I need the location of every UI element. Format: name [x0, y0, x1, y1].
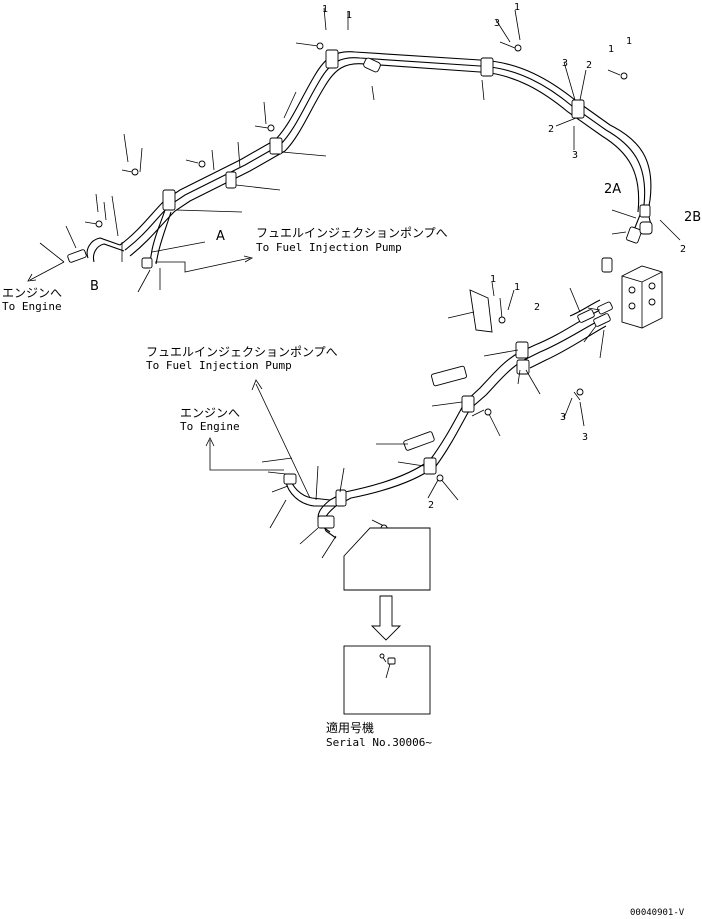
- view-2b-label: 2B: [684, 210, 701, 225]
- callout-number: 1: [490, 274, 496, 285]
- callout-numbers: 1 1 3 1 3 2 1 1 2 3 2 1 1 2 3 3 2: [322, 2, 686, 511]
- callout-number: 1: [322, 4, 328, 15]
- view-2a-label: 2A: [604, 182, 621, 197]
- upper-pipe-harness: [86, 51, 653, 265]
- to-fuel-pump-en-1: To Fuel Injection Pump: [256, 241, 402, 254]
- drawing-code: 00040901-V: [630, 908, 685, 918]
- callout-number: 2: [534, 302, 540, 313]
- to-engine-en-2: To Engine: [180, 420, 240, 433]
- detail-box-after: [343, 645, 431, 715]
- callout-number: 2: [586, 60, 592, 71]
- callout-number: 2: [548, 124, 554, 135]
- serial-label-en: Serial No.30006~: [326, 736, 432, 749]
- callout-number: 1: [608, 44, 614, 55]
- callout-number: 3: [572, 150, 578, 161]
- to-engine-jp-1: エンジンへ: [2, 286, 62, 300]
- lower-leader-lines: [205, 281, 605, 559]
- view-a-label: A: [216, 229, 225, 244]
- bolt-icon: [84, 41, 628, 228]
- serial-label-jp: 適用号機: [326, 720, 374, 735]
- upper-leader-lines: [27, 7, 681, 293]
- junction-block: [621, 265, 663, 329]
- down-arrow-icon: [370, 595, 402, 641]
- callout-number: 3: [560, 412, 566, 423]
- to-fuel-pump-jp-2: フュエルインジェクションポンプへ: [146, 345, 338, 359]
- callout-number: 1: [514, 2, 520, 13]
- lower-clamps: [283, 289, 613, 529]
- callout-number: 1: [346, 10, 352, 21]
- view-b-label: B: [90, 279, 99, 294]
- to-engine-jp-2: エンジンへ: [180, 406, 240, 420]
- upper-clamps: [67, 41, 653, 273]
- callout-number: 3: [582, 432, 588, 443]
- to-fuel-pump-en-2: To Fuel Injection Pump: [146, 359, 292, 372]
- callout-number: 2: [680, 244, 686, 255]
- callout-number: 1: [626, 36, 632, 47]
- to-fuel-pump-jp-1: フュエルインジェクションポンプへ: [256, 226, 448, 240]
- to-engine-en-1: To Engine: [2, 300, 62, 313]
- callout-number: 2: [428, 500, 434, 511]
- detail-box-before: [343, 527, 431, 591]
- labels: フュエルインジェクションポンプへ To Fuel Injection Pump …: [2, 182, 701, 918]
- lower-pipe-harness: [285, 299, 607, 539]
- callout-number: 3: [562, 58, 568, 69]
- callout-number: 1: [514, 282, 520, 293]
- callout-number: 3: [494, 18, 500, 29]
